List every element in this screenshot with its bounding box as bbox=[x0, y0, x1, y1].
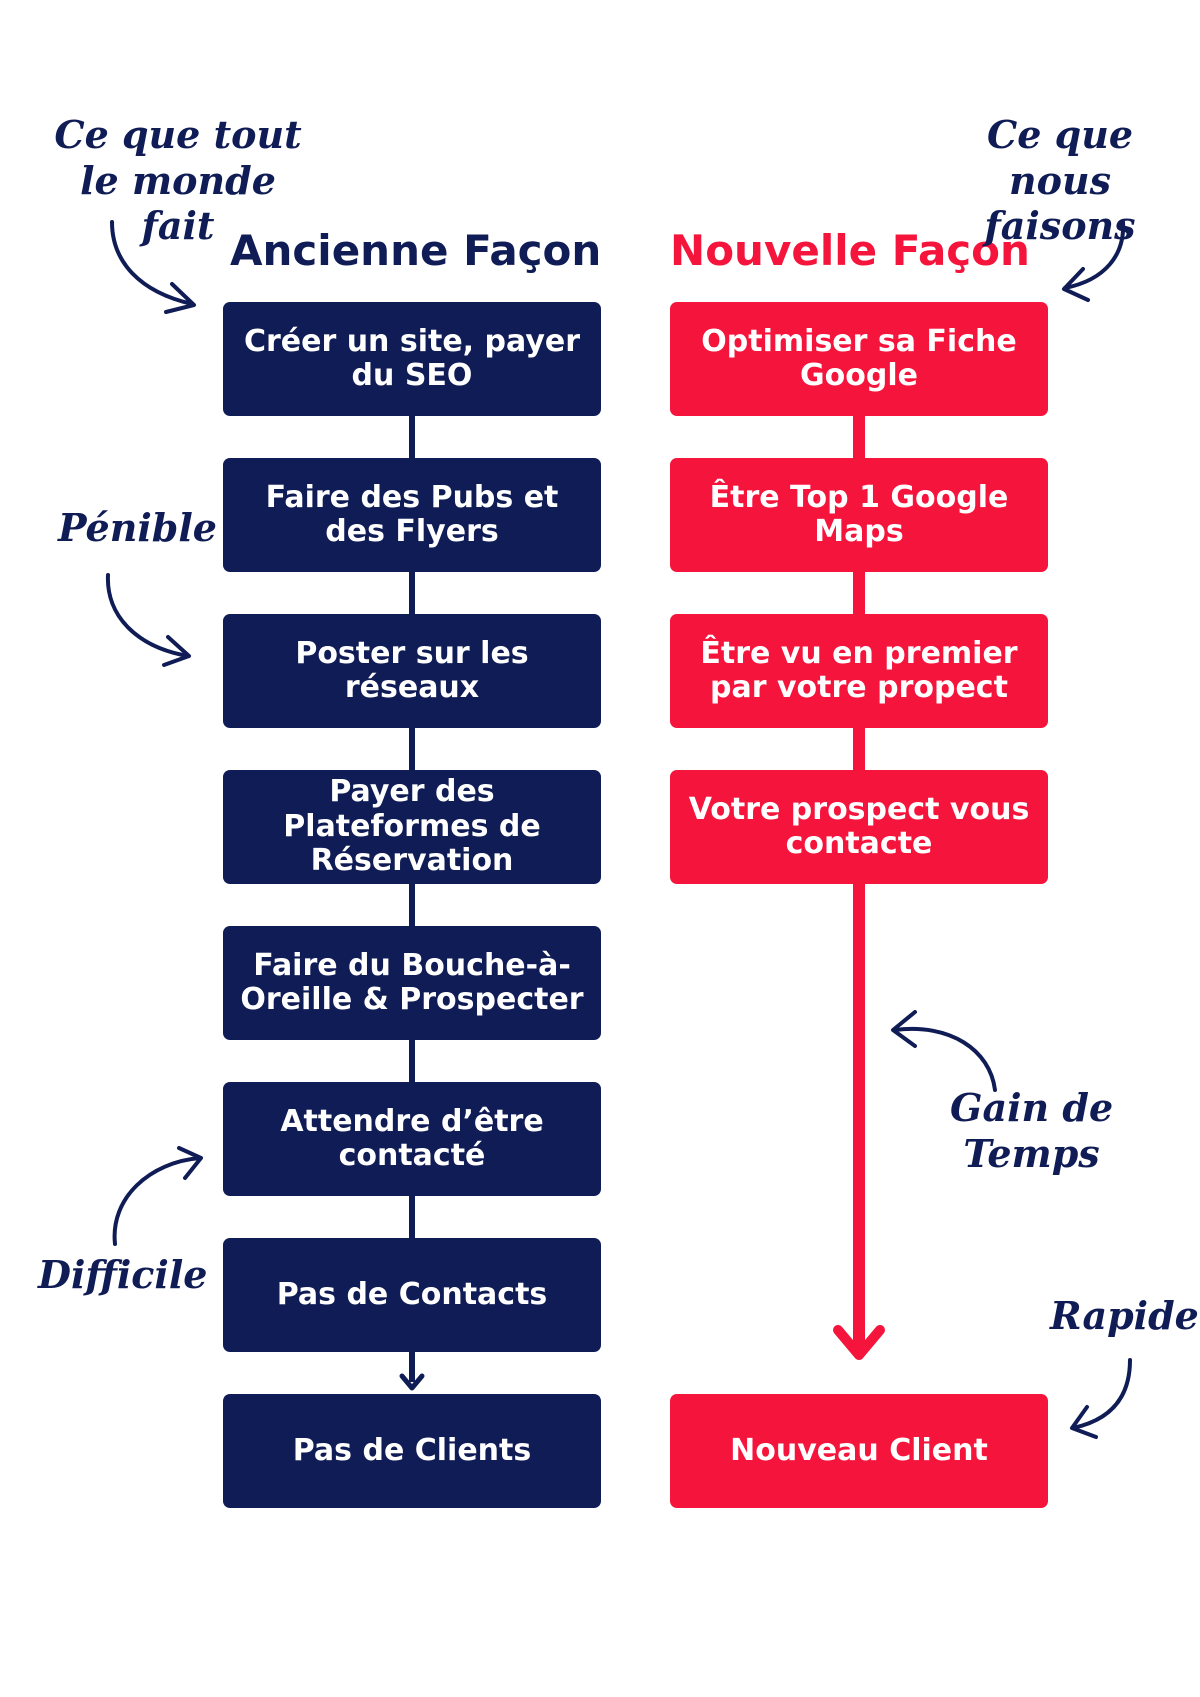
arrow-rapide bbox=[1071, 1358, 1132, 1430]
old-step-7: Pas de Contacts bbox=[223, 1238, 601, 1352]
old-step-3: Poster sur les réseaux bbox=[223, 614, 601, 728]
arrow-gain-de-temps bbox=[893, 1026, 997, 1092]
old-way-heading: Ancienne Façon bbox=[230, 226, 602, 275]
new-step-1: Optimiser sa Fiche Google bbox=[670, 302, 1048, 416]
new-way-arrowhead bbox=[833, 1325, 885, 1360]
annotation-gain-line2: Temps bbox=[963, 1130, 1100, 1176]
new-way-note-text: Ce que nous faisons bbox=[984, 112, 1136, 249]
old-step-1: Créer un site, payer du SEO bbox=[223, 302, 601, 416]
annotation-rapide: Rapide bbox=[1050, 1293, 1199, 1338]
arrow-difficile bbox=[112, 1156, 202, 1246]
hand-arrows bbox=[105, 220, 1132, 1439]
arrow-penible bbox=[105, 573, 190, 658]
new-step-4: Votre prospect vous contacte bbox=[670, 770, 1048, 884]
arrow-new-note bbox=[1063, 220, 1126, 290]
old-way-note-text: Ce que tout le monde fait bbox=[54, 112, 302, 249]
new-way-heading: Nouvelle Façon bbox=[670, 226, 1030, 275]
old-way-note: Ce que tout le monde fait bbox=[48, 112, 308, 249]
old-way-final-arrowhead bbox=[399, 1373, 425, 1391]
new-way-note: Ce que nous faisons bbox=[940, 112, 1180, 249]
new-step-2: Être Top 1 Google Maps bbox=[670, 458, 1048, 572]
annotation-difficile: Difficile bbox=[38, 1252, 208, 1297]
old-step-2: Faire des Pubs et des Flyers bbox=[223, 458, 601, 572]
annotation-gain-de-temps: Gain de Temps bbox=[950, 1085, 1113, 1176]
old-step-4: Payer des Plateformes de Réservation bbox=[223, 770, 601, 884]
new-result: Nouveau Client bbox=[670, 1394, 1048, 1508]
old-step-8: Pas de Clients bbox=[223, 1394, 601, 1508]
old-step-5: Faire du Bouche-à-Oreille & Prospecter bbox=[223, 926, 601, 1040]
annotation-penible: Pénible bbox=[58, 505, 217, 550]
annotation-gain-line1: Gain de bbox=[950, 1085, 1114, 1130]
new-step-3: Être vu en premier par votre propect bbox=[670, 614, 1048, 728]
arrow-old-note bbox=[110, 220, 194, 306]
old-step-6: Attendre d’être contacté bbox=[223, 1082, 601, 1196]
